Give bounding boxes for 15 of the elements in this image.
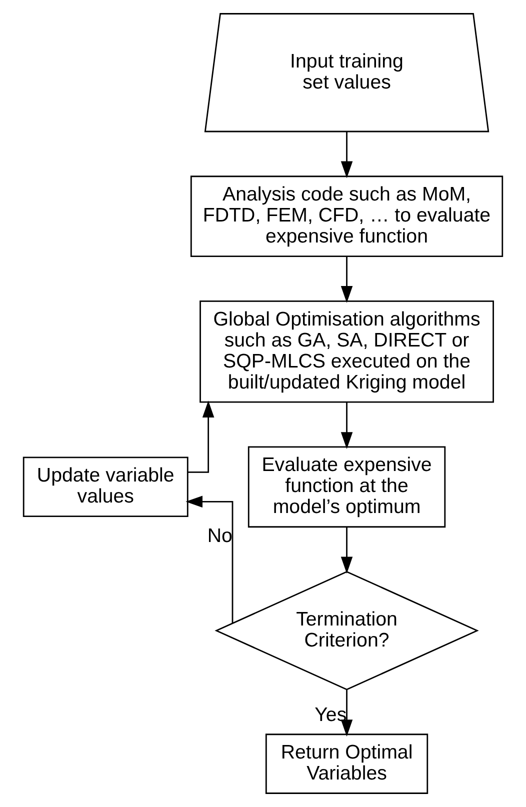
- arrow: [340, 690, 353, 736]
- edge-label: No: [207, 524, 232, 547]
- node-box: Evaluate expensive function at the model’s optimum: [248, 446, 446, 528]
- node-box: Analysis code such as MoM, FDTD, FEM, CFD, … to evaluate expensive function: [190, 176, 504, 257]
- edge-label: Yes: [314, 704, 347, 726]
- node-diamond: Termination Criterion?: [214, 570, 479, 690]
- arrow: [340, 402, 353, 449]
- node-box: Return Optimal Variables: [265, 734, 428, 794]
- arrow: [340, 526, 353, 574]
- node-box: Update variable values: [22, 456, 188, 518]
- arrow: [340, 132, 353, 178]
- node-box: Global Optimisation algorithms such as GA, SA, DIRECT or SQP-MLCS executed on the built/updated Kriging model: [200, 300, 494, 403]
- arrow: [188, 400, 214, 473]
- arrow: [340, 256, 353, 303]
- arrow: [186, 496, 234, 624]
